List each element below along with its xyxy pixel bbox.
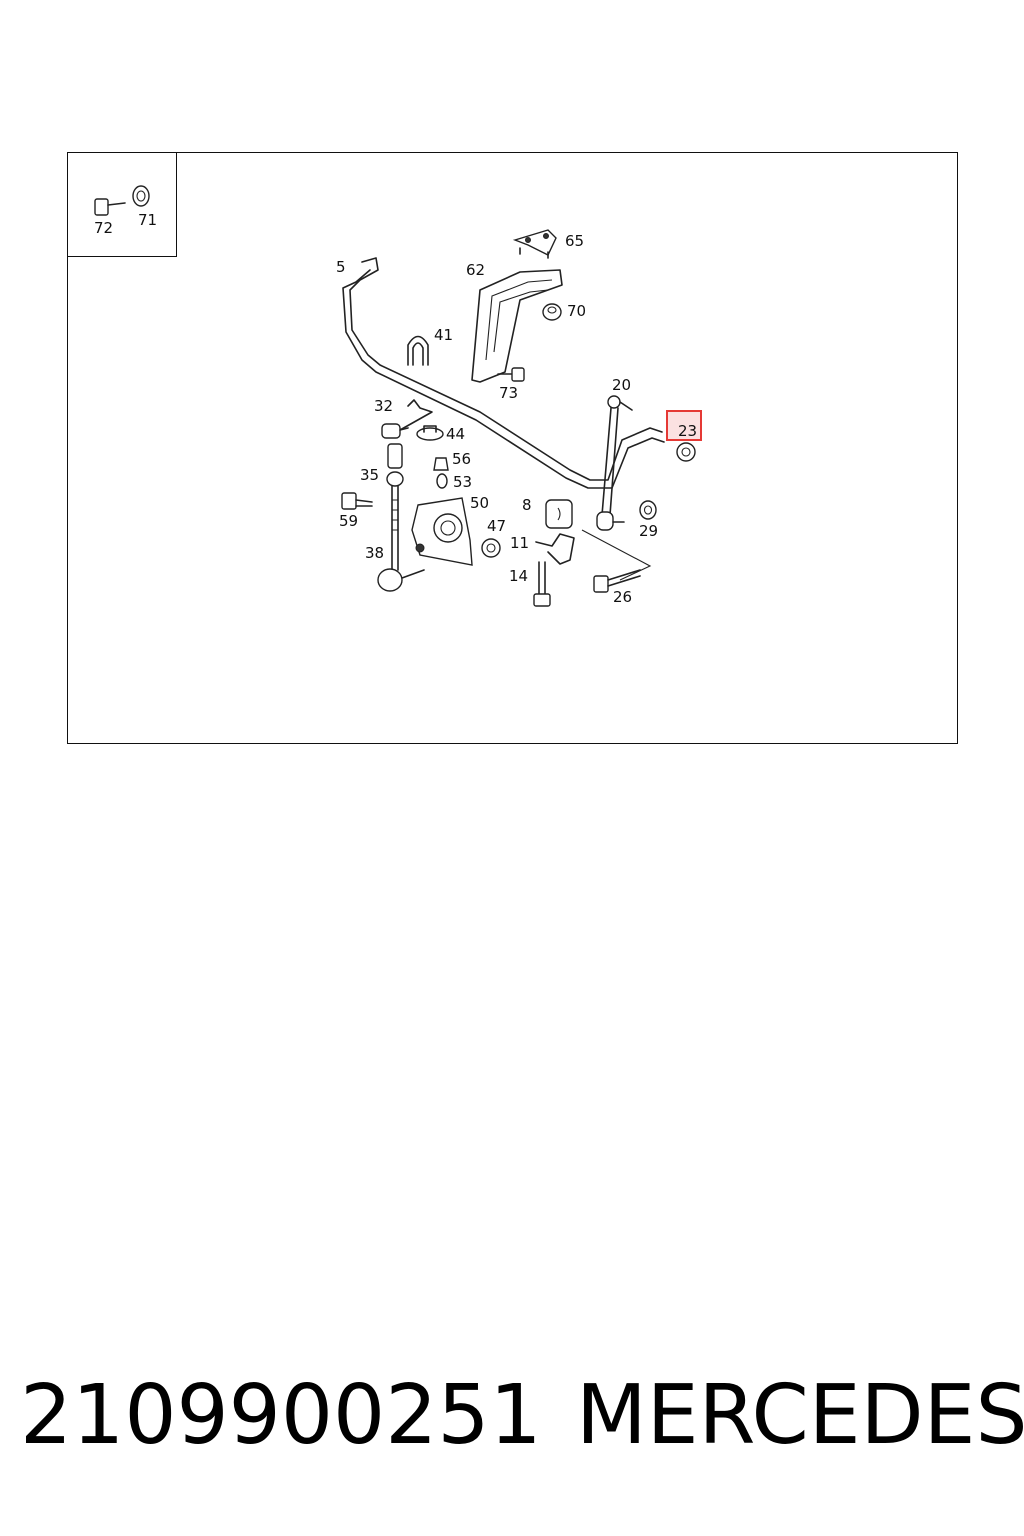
bushing-8-drawing: [545, 499, 573, 529]
bolt-14-drawing: [533, 561, 551, 607]
brand-name: MERCEDES: [576, 1368, 1024, 1463]
callout-59: 59: [339, 512, 358, 530]
bolt-73-drawing: [497, 367, 525, 382]
callout-23: 23: [678, 422, 697, 440]
callout-8: 8: [522, 496, 532, 514]
callout-32: 32: [374, 397, 393, 415]
clamp-11-drawing: [535, 533, 575, 565]
callout-35: 35: [360, 466, 379, 484]
diagram-frame: [67, 152, 958, 744]
bolt-72-drawing: [94, 198, 126, 216]
callout-41: 41: [434, 326, 453, 344]
callout-11: 11: [510, 534, 529, 552]
leader-line: [581, 529, 652, 581]
callout-14: 14: [509, 567, 528, 585]
part-56-drawing: [433, 457, 449, 471]
bolt-26-drawing: [593, 569, 641, 593]
highlight-box: [666, 410, 702, 441]
callout-38: 38: [365, 544, 384, 562]
bracket-32-drawing: [381, 399, 433, 439]
nut-29-drawing: [639, 500, 657, 520]
caption: 2109900251 MERCEDES: [20, 1368, 1024, 1468]
nut-23-drawing: [676, 442, 696, 462]
nut-47-drawing: [481, 538, 501, 558]
callout-72: 72: [94, 219, 113, 237]
part-53-drawing: [436, 473, 448, 489]
bolt-59-drawing: [341, 492, 373, 510]
plate-65-drawing: [512, 229, 557, 259]
u-clamp-41-drawing: [407, 335, 429, 366]
callout-65: 65: [565, 232, 584, 250]
callout-5: 5: [336, 258, 346, 276]
callout-56: 56: [452, 450, 471, 468]
part-number: 2109900251: [20, 1368, 542, 1463]
callout-47: 47: [487, 517, 506, 535]
bracket-62-drawing: [471, 269, 563, 383]
nut-44-drawing: [416, 425, 444, 441]
callout-73: 73: [499, 384, 518, 402]
callout-71: 71: [138, 211, 157, 229]
callout-70: 70: [567, 302, 586, 320]
callout-29: 29: [639, 522, 658, 540]
callout-50: 50: [470, 494, 489, 512]
inset-box: [67, 152, 177, 257]
callout-26: 26: [613, 588, 632, 606]
callout-20: 20: [612, 376, 631, 394]
callout-53: 53: [453, 473, 472, 491]
bearing-housing-50-drawing: [411, 497, 473, 566]
nut-71-drawing: [132, 185, 150, 207]
nut-70-drawing: [542, 303, 562, 321]
sleeve-35-drawing: [387, 443, 403, 469]
callout-62: 62: [466, 261, 485, 279]
callout-44: 44: [446, 425, 465, 443]
link-rod-38-drawing: [377, 471, 425, 592]
stabilizer-bar-5-drawing: [342, 257, 665, 489]
link-20-drawing: [596, 395, 633, 531]
